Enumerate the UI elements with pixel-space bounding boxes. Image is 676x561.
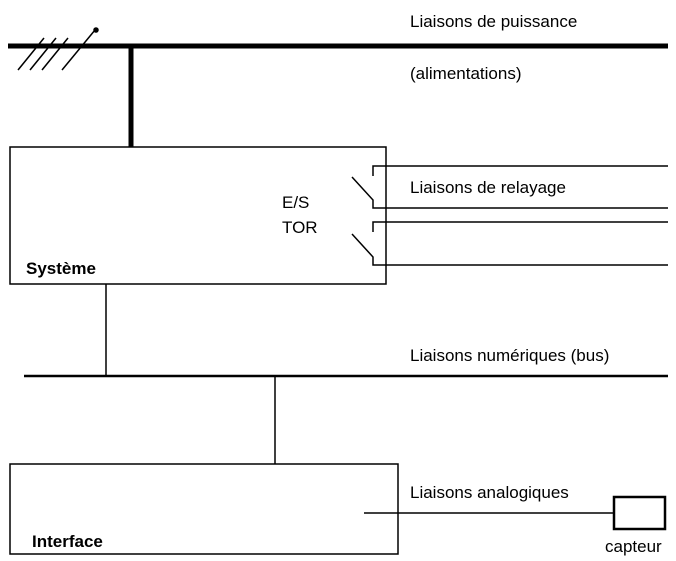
- digital-links-label: Liaisons numériques (bus): [410, 346, 609, 365]
- sensor-label: capteur: [605, 537, 662, 556]
- interface-box: [9, 463, 399, 555]
- power-links-label: Liaisons de puissance: [410, 12, 577, 31]
- ground-hatch-symbol: [17, 27, 99, 71]
- system-box: [9, 146, 387, 285]
- relay-links-label: Liaisons de relayage: [410, 178, 566, 197]
- system-label: Système: [26, 259, 96, 278]
- tor-label: TOR: [282, 218, 318, 237]
- sensor-box: [612, 495, 667, 531]
- relay-switch-contacts: [351, 165, 668, 266]
- io-label: E/S: [282, 193, 309, 212]
- interface-label: Interface: [32, 532, 103, 551]
- power-supply-label: (alimentations): [410, 64, 522, 83]
- analog-links-label: Liaisons analogiques: [410, 483, 569, 502]
